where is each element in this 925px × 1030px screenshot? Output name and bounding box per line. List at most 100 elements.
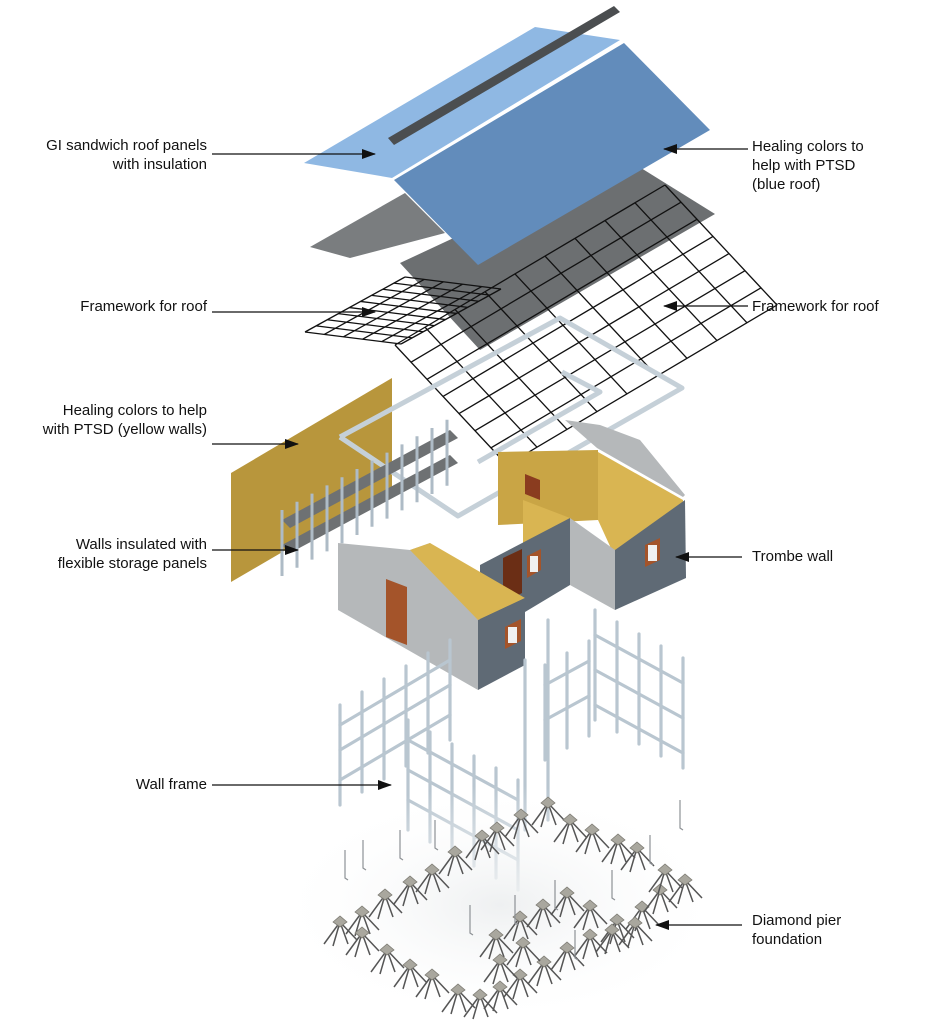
diamond-pier: [415, 863, 450, 895]
pier-pin: [527, 961, 545, 985]
label-storage-panels: Walls insulated with flexible storage pa…: [57, 536, 207, 572]
pier-block: [536, 955, 552, 968]
grid-line: [349, 306, 446, 321]
pier-pin: [503, 916, 521, 940]
pier-pin: [323, 921, 341, 945]
frame-rail: [593, 633, 685, 685]
ridge-cap: [388, 6, 620, 145]
diamond-pier-foundation: [323, 796, 703, 1020]
pier-block: [535, 898, 551, 911]
roof-assembly: [304, 6, 715, 350]
diamond-pier: [527, 955, 562, 987]
pier-pin: [370, 949, 388, 973]
diamond-pier: [370, 943, 405, 975]
pier-block: [540, 796, 556, 809]
grid-line: [371, 294, 468, 308]
frame-rail: [593, 668, 685, 720]
front-interior: [410, 543, 525, 620]
diamond-pier: [438, 845, 473, 877]
frame-rail: [338, 658, 452, 727]
rebar-stub: [679, 800, 684, 831]
rebar-stub: [399, 830, 404, 861]
front-right-wall: [478, 598, 525, 690]
pier-block: [402, 958, 418, 971]
pier-pin: [368, 894, 386, 918]
pier-pin: [441, 989, 459, 1013]
pier-pin: [550, 947, 568, 971]
pier-block: [559, 886, 575, 899]
roof-grid-right: [394, 184, 778, 466]
pier-block: [489, 821, 505, 834]
rebar-stub: [344, 850, 349, 881]
pier-block: [447, 845, 463, 858]
diamond-pier: [479, 928, 514, 960]
frame-rail: [543, 659, 591, 687]
pier-pin: [601, 839, 619, 863]
diamond-pier: [483, 980, 518, 1012]
house-body: [338, 420, 686, 690]
diamond-pier: [441, 983, 476, 1015]
pier-block: [424, 863, 440, 876]
pier-block: [627, 916, 643, 929]
diamond-pier: [618, 916, 653, 948]
grid-line: [514, 273, 628, 395]
pier-block: [559, 941, 575, 954]
roof-framework-grids: [304, 184, 778, 466]
pier-pin: [504, 814, 522, 838]
grid-line: [442, 235, 714, 397]
grid-line: [327, 319, 424, 333]
pier-pin: [573, 934, 591, 958]
blue-roof-panel: [394, 43, 710, 265]
diamond-pier: [595, 923, 630, 955]
pier-block: [354, 905, 370, 918]
pier-pin: [595, 929, 613, 953]
pier-block: [377, 888, 393, 901]
rebar-stub: [434, 820, 439, 851]
diamond-pier: [553, 813, 588, 845]
pier-pin: [553, 819, 571, 843]
pier-pin: [550, 892, 568, 916]
pier-pin: [480, 827, 498, 851]
pier-block: [629, 841, 645, 854]
diamond-pier: [393, 958, 428, 990]
pier-block: [402, 875, 418, 888]
diamond-pier: [345, 926, 380, 958]
pier-block: [515, 936, 531, 949]
pier-pin: [503, 974, 521, 998]
pier-block: [677, 873, 693, 886]
label-gi-roof-panels: GI sandwich roof panels with insulation: [46, 137, 207, 173]
wall-frame-left: [338, 638, 452, 807]
pier-block: [609, 913, 625, 926]
grid-line: [393, 282, 490, 296]
pier-pin: [345, 932, 363, 956]
rebar-stub: [514, 895, 519, 926]
diamond-pier: [480, 821, 515, 853]
pier-pin: [415, 974, 433, 998]
grid-line: [394, 184, 666, 346]
pier-block: [582, 899, 598, 912]
pier-pin: [648, 869, 666, 893]
label-roof-framework-right: Framework for roof: [752, 298, 879, 315]
diamond-pier: [483, 953, 518, 985]
diamond-pier: [465, 829, 500, 861]
diamond-pier: [393, 875, 428, 907]
pier-pin: [415, 869, 433, 893]
diamond-pier: [573, 928, 608, 960]
rebar-stub: [362, 840, 367, 871]
pier-pin: [438, 851, 456, 875]
grid-line: [424, 326, 538, 448]
grid-line: [304, 331, 402, 345]
storage-shelving-panels: [280, 419, 458, 576]
roof-grid-left: [304, 276, 502, 345]
grid-line: [490, 287, 762, 449]
diamond-pier: [506, 936, 541, 968]
rebar-stub: [649, 835, 654, 866]
pier-block: [492, 980, 508, 993]
frame-rail: [543, 694, 591, 722]
diamond-pier: [573, 899, 608, 931]
pier-block: [492, 953, 508, 966]
pier-block: [657, 863, 673, 876]
grid-line: [574, 237, 688, 359]
label-roof-framework-left: Framework for roof: [80, 298, 207, 315]
